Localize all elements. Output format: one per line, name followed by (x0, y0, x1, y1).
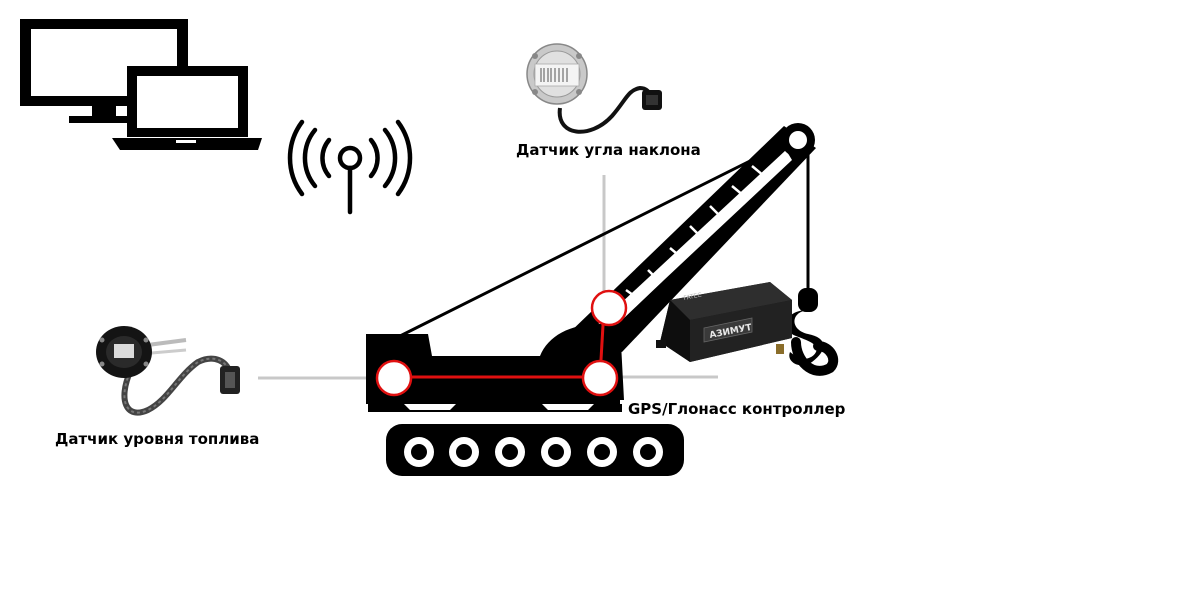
crawler-crane-silhouette (366, 123, 839, 476)
label-tilt-sensor: Датчик угла наклона (516, 141, 701, 159)
tilt-sensor-image (526, 43, 662, 134)
crane-hook-icon (786, 288, 839, 376)
wireless-signal-icon (287, 119, 413, 215)
monitor-icon (20, 19, 188, 123)
connection-node-fuel (375, 359, 413, 397)
fuel-sensor-image (96, 326, 240, 416)
connection-node-controller (581, 359, 619, 397)
label-fuel-sensor: Датчик уровня топлива (55, 430, 260, 448)
controller-maker-name: FATEC (683, 292, 702, 302)
sensor-connection-network (375, 289, 628, 397)
laptop-icon (112, 66, 262, 150)
label-gps-controller: GPS/Глонасс контроллер (628, 400, 846, 418)
gps-controller-image: АЗИМУТ FATEC (656, 282, 792, 362)
connection-node-tilt (590, 289, 628, 327)
